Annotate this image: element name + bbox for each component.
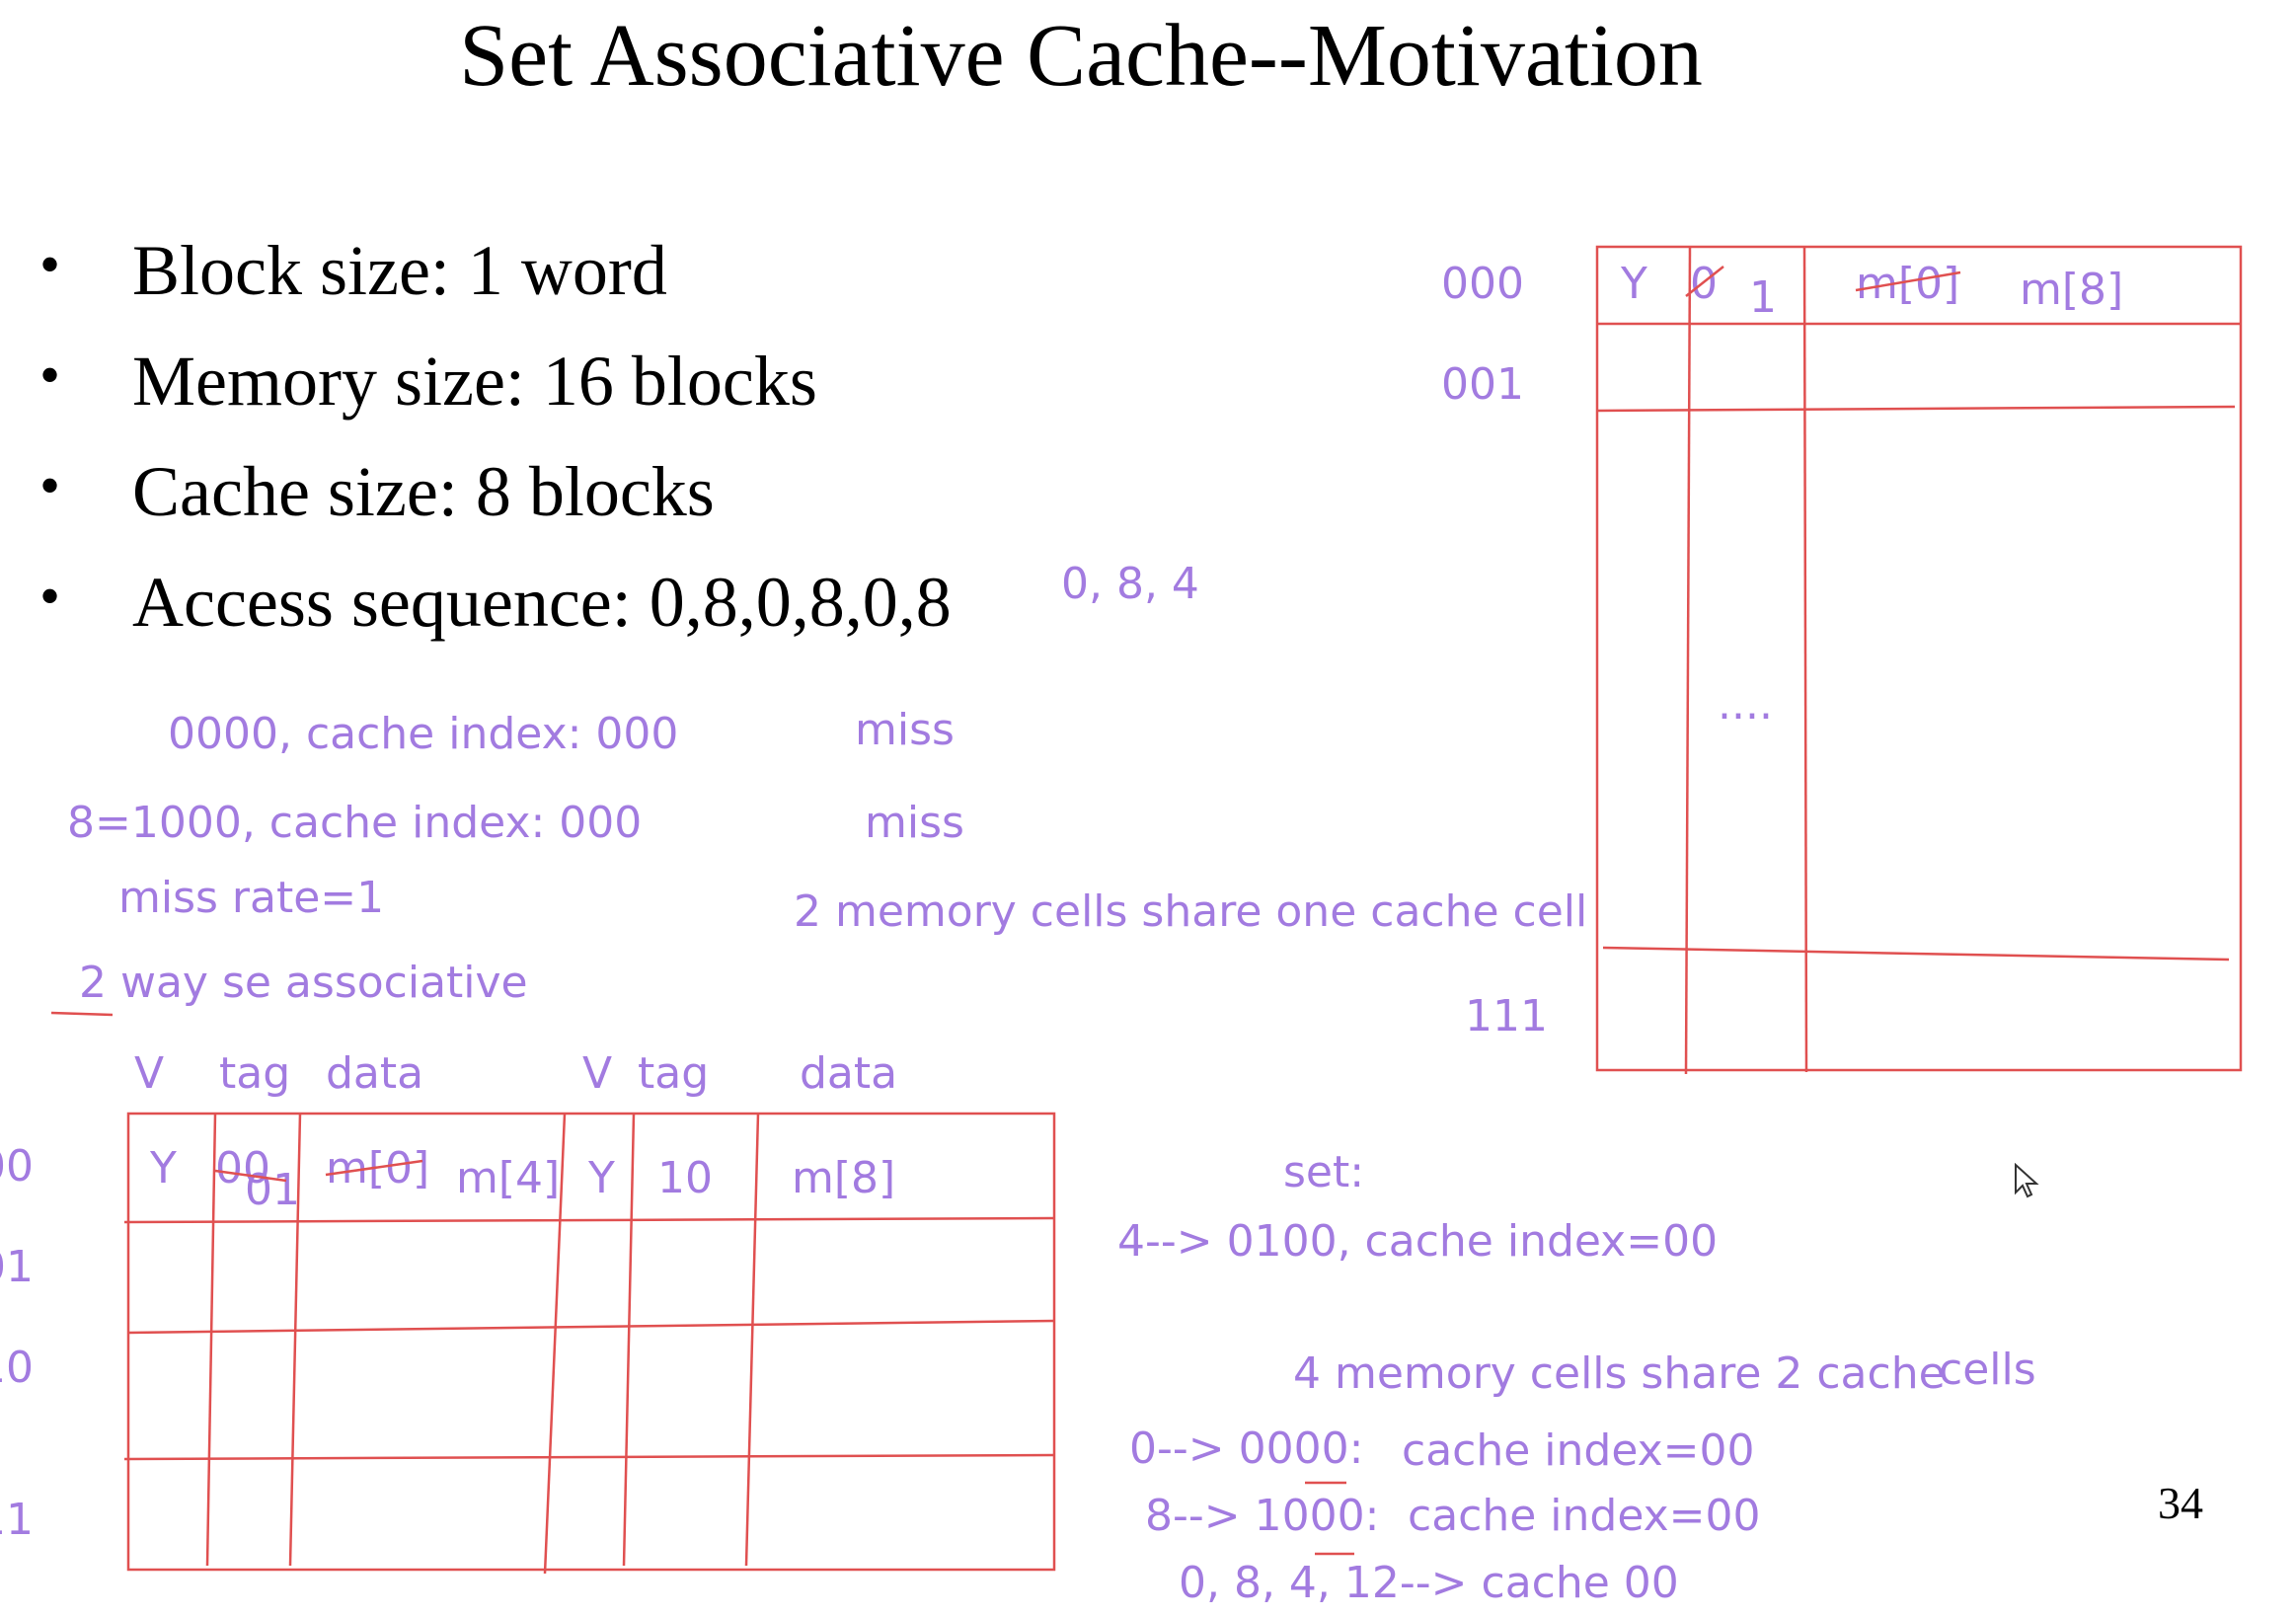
set-note-0: 0--> 0000:: [1129, 1424, 1364, 1474]
bullet-text: Access sequence: 0,8,0,8,0,8: [132, 563, 952, 642]
col-header-data: data: [326, 1048, 424, 1099]
two-way-note: 2 way se associative: [79, 958, 528, 1008]
set-label: 11: [0, 1495, 34, 1545]
set-cache-row-line: [123, 1216, 1055, 1224]
bullet-item: • Memory size: 16 blocks: [39, 346, 1125, 424]
strike-through: [1855, 270, 1961, 292]
set-note-sequence: 0, 8, 4, 12--> cache 00: [1179, 1558, 1679, 1608]
set-cache-col-line: [205, 1113, 217, 1567]
bullet-dot: •: [39, 564, 61, 629]
mouse-cursor-icon: [2015, 1163, 2039, 1198]
data-old-cell: m[0]: [1856, 259, 1960, 309]
strike-through: [1685, 266, 1724, 297]
index-label: 000: [1441, 259, 1524, 309]
set-note-0-index: cache index=00: [1402, 1425, 1755, 1476]
set-cache-row-line: [127, 1319, 1055, 1335]
set-cache-col-line: [622, 1113, 636, 1567]
bullet-text: Block size: 1 word: [132, 231, 667, 310]
access-line-0: 0000, cache index: 000: [168, 709, 679, 759]
set-label: 00: [0, 1141, 34, 1192]
direct-cache-table: [1595, 245, 2243, 1072]
set-note-8-index: cache index=00: [1408, 1491, 1761, 1541]
way2-tag: 10: [657, 1153, 713, 1203]
index-label: 001: [1441, 359, 1524, 410]
set-note-4: 4--> 0100, cache index=00: [1117, 1216, 1719, 1267]
way1-valid: Y: [150, 1143, 177, 1194]
bullet-text: Memory size: 16 blocks: [132, 342, 817, 421]
set-cache-col-line: [744, 1113, 760, 1567]
set-note-label: set:: [1283, 1147, 1365, 1197]
bullet-dot: •: [39, 453, 61, 518]
bullet-item: • Block size: 1 word: [39, 235, 1125, 314]
tag-old-cell: 0: [1690, 259, 1718, 309]
miss-label-2: miss: [865, 798, 964, 848]
share-note: 2 memory cells share one cache cell: [794, 886, 1588, 937]
bullet-text: Cache size: 8 blocks: [132, 452, 715, 531]
set-cache-table: [126, 1112, 1056, 1572]
bullet-dot: •: [39, 232, 61, 297]
col-header-tag: tag: [638, 1048, 710, 1099]
set-cache-col-line: [288, 1113, 302, 1567]
direct-cache-row-line: [1596, 405, 2236, 413]
page-number: 34: [2158, 1478, 2203, 1528]
miss-rate-note: miss rate=1: [118, 873, 385, 923]
underline-mark: [50, 1011, 114, 1017]
col-header-data: data: [800, 1048, 898, 1099]
col-header-valid: V: [134, 1048, 165, 1099]
set-label: 10: [0, 1343, 34, 1393]
strike-through: [214, 1169, 287, 1183]
set-note-cells: cells: [1939, 1345, 2036, 1395]
way2-valid: Y: [588, 1153, 615, 1203]
direct-cache-col-line: [1802, 246, 1808, 1073]
ellipsis: ....: [1718, 679, 1773, 730]
valid-cell: Y: [1621, 259, 1647, 309]
way1-data-new: m[4]: [456, 1153, 561, 1203]
strike-through: [325, 1159, 423, 1177]
direct-cache-col-line: [1684, 246, 1692, 1075]
direct-cache-row-line: [1602, 946, 2230, 962]
data-new-cell: m[8]: [2020, 265, 2124, 315]
col-header-tag: tag: [219, 1048, 291, 1099]
set-cache-row-line: [123, 1453, 1055, 1461]
bullet-item: • Access sequence: 0,8,0,8,0,8: [39, 567, 1125, 646]
bullet-dot: •: [39, 343, 61, 408]
miss-label-1: miss: [855, 705, 955, 755]
set-cache-col-line: [543, 1113, 567, 1575]
access-line-8: 8=1000, cache index: 000: [67, 798, 643, 848]
page-title: Set Associative Cache--Motivation: [459, 7, 1703, 105]
index-label: 111: [1465, 991, 1548, 1041]
set-note-8: 8--> 1000:: [1145, 1491, 1380, 1541]
tag-new-cell: 1: [1749, 272, 1777, 323]
set-note-share: 4 memory cells share 2 cache: [1293, 1348, 1946, 1399]
way2-data: m[8]: [792, 1153, 896, 1203]
way1-tag-old: 00: [215, 1143, 270, 1194]
bullet-item: • Cache size: 8 blocks: [39, 456, 1125, 535]
set-label: 01: [0, 1242, 34, 1292]
alt-sequence-note: 0, 8, 4: [1061, 559, 1199, 609]
col-header-valid: V: [582, 1048, 613, 1099]
